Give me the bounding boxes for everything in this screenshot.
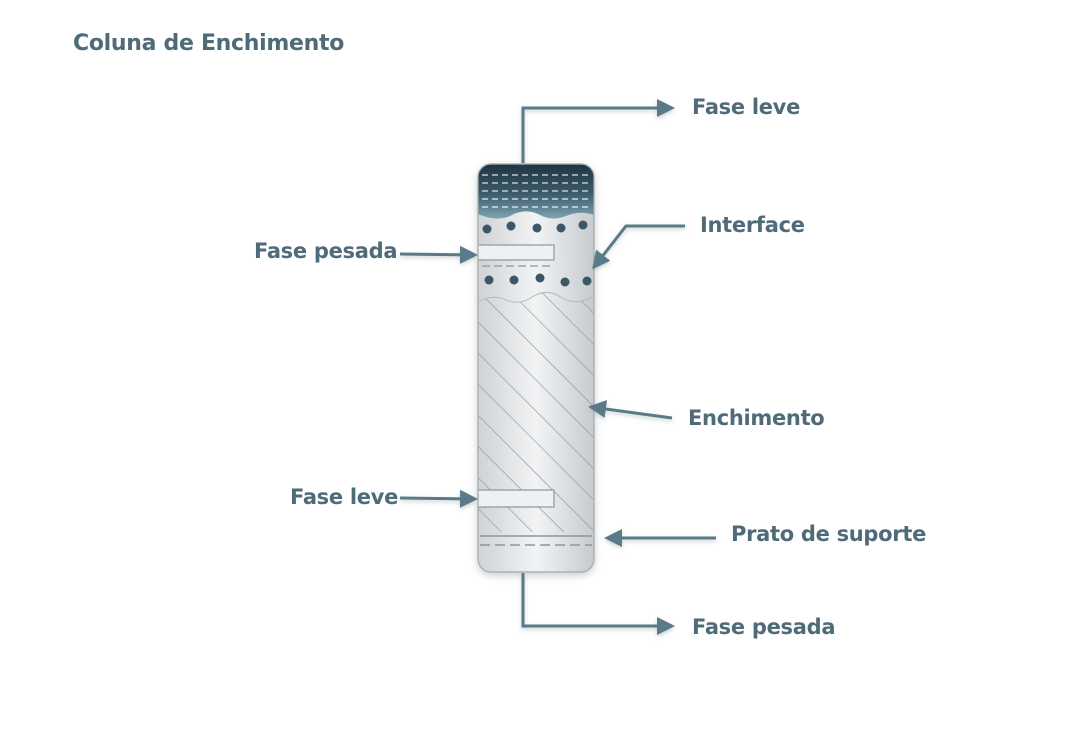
diagram-title: Coluna de Enchimento bbox=[73, 31, 345, 56]
heavy-phase-in-arrow bbox=[399, 245, 478, 264]
label-heavy-phase-in: Fase pesada bbox=[254, 239, 398, 263]
label-light-phase-in: Fase leve bbox=[290, 485, 399, 509]
heavy-phase-distributor bbox=[478, 244, 555, 267]
label-interface: Interface bbox=[700, 213, 805, 237]
droplet-zone bbox=[482, 220, 592, 287]
interface-arrow bbox=[592, 224, 685, 270]
support-plate bbox=[480, 535, 592, 546]
light-phase-out-arrow bbox=[521, 99, 675, 163]
light-phase-in-arrow bbox=[399, 489, 478, 508]
column-outline bbox=[477, 163, 595, 573]
light-phase-layer bbox=[478, 164, 594, 219]
label-support-plate: Prato de suporte bbox=[731, 522, 927, 546]
label-heavy-phase-out: Fase pesada bbox=[692, 615, 836, 639]
label-packing: Enchimento bbox=[688, 406, 825, 430]
packing-hatch bbox=[478, 292, 594, 532]
light-phase-distributor bbox=[478, 489, 555, 508]
label-light-phase-out: Fase leve bbox=[692, 95, 801, 119]
packing-arrow bbox=[588, 400, 673, 420]
heavy-phase-out-arrow bbox=[521, 573, 675, 635]
